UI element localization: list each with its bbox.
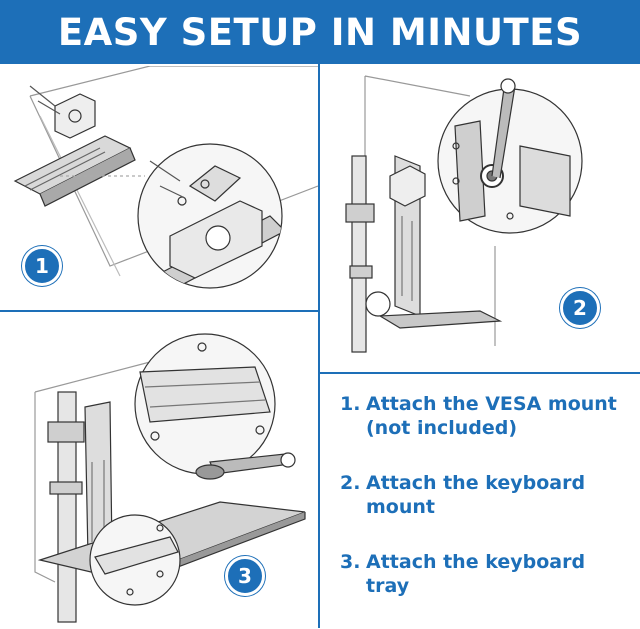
step-text: Attach the VESA mount (not included) (366, 393, 617, 439)
step-number: 2. (340, 472, 361, 494)
keyboard-mount-illustration (345, 75, 583, 353)
step-text: Attach the keyboard mount (366, 472, 586, 518)
keyboard-tray-illustration (34, 333, 306, 623)
step-item-1: 1. Attach the VESA mount (not included) (340, 392, 630, 440)
divider-horizontal-right (318, 372, 640, 374)
divider-vertical-top (318, 64, 320, 372)
step-number: 1. (340, 393, 361, 415)
vesa-mount-illustration (13, 66, 318, 289)
panel-step-3-illustration: 3 (0, 312, 318, 628)
page-title: EASY SETUP IN MINUTES (57, 10, 583, 54)
step-badge-2: 2 (560, 288, 600, 328)
step-number: 3. (340, 551, 361, 573)
step-badge-1: 1 (22, 246, 62, 286)
step-text: Attach the keyboard tray (366, 551, 586, 597)
panel-step-2-illustration: 2 (320, 66, 640, 372)
header-banner: EASY SETUP IN MINUTES (0, 0, 640, 64)
panel-step-1-illustration: 1 (0, 66, 318, 310)
divider-horizontal-left (0, 310, 319, 312)
step-item-3: 3. Attach the keyboard tray (340, 550, 630, 598)
divider-vertical-bottom (318, 372, 320, 628)
setup-steps-list: 1. Attach the VESA mount (not included) … (340, 392, 630, 629)
step-badge-3: 3 (225, 556, 265, 596)
step-item-2: 2. Attach the keyboard mount (340, 471, 630, 519)
